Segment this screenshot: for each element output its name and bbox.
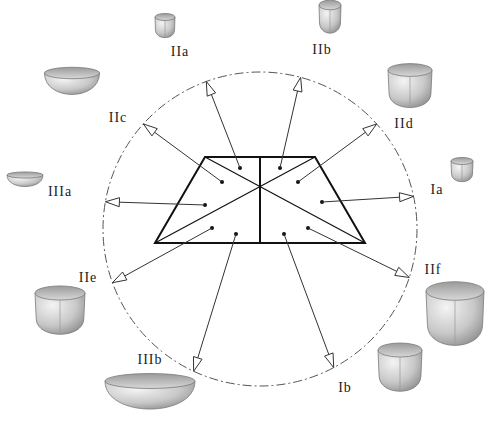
trapezoid-line [259,157,261,243]
shape-rim [388,64,432,77]
trapezoid [155,157,365,243]
leader-line [198,234,236,358]
region-label: IIb [310,42,333,58]
arrow-head [399,193,413,202]
region-label: IIa [169,44,192,60]
leader-arrow [282,232,334,368]
shape-edge [400,357,401,390]
shape-edge [455,300,456,343]
region-label: IIe [77,270,100,286]
shape-render [105,374,195,410]
leader-arrow [320,193,414,204]
dash-circle [103,72,417,386]
leader-line [211,95,240,168]
leader-arrow [278,77,302,170]
region-label: IIIa [46,184,74,200]
trapezoid-line [205,157,365,243]
leader-line [322,197,400,202]
leader-arrow [206,81,242,170]
shape-edge [410,76,411,106]
arrow-head [143,124,157,136]
arrow-head [193,357,202,372]
arrow-head [363,124,377,136]
shape-render [7,172,43,187]
leader-arrow [193,232,238,371]
shape-render [319,0,341,33]
arrow-head [293,77,302,92]
shape-edge [330,10,331,32]
arrow-head [112,272,126,283]
shape-rim [7,172,43,178]
arrow-head [206,81,215,96]
trapezoid-line [155,157,315,243]
shape-rim [45,67,100,78]
shape-render [45,67,100,94]
trapezoid-outline [155,157,365,243]
leader-arrow [105,198,207,207]
region-label: Ia [429,182,446,198]
leader-line [119,202,205,205]
shape-rim [319,0,341,10]
leader-line [125,228,212,276]
leader-arrow [296,124,377,184]
arrow-head [105,198,119,207]
leader-line [298,132,365,182]
arrow-head [395,267,410,277]
shape-render [378,343,422,391]
shape-render [155,13,175,37]
leader-line [308,228,397,271]
leader-arrow [306,226,409,278]
shape-render [426,282,484,346]
shape-render [388,64,432,108]
shape-rim [426,282,484,301]
region-label: Ib [336,380,354,396]
region-label: IIIb [136,352,165,368]
arrow-head [325,353,334,368]
leader-line [284,234,329,355]
shape-edge [60,300,61,333]
shape-edge [165,21,166,37]
leader-line [155,132,222,182]
shape-rim [378,343,422,357]
leader-line [280,91,298,168]
region-label: IId [392,116,415,132]
shape-rim [451,157,473,164]
shape-rim [105,374,195,389]
shape-rim [35,286,85,300]
region-label: IIf [423,262,444,278]
shape-render [35,286,85,334]
region-label: IIc [107,110,130,126]
shape-edge [462,165,463,181]
leader-arrow [112,226,214,283]
shape-rim [155,13,175,20]
shape-render [451,157,473,181]
leader-arrow [143,124,224,184]
